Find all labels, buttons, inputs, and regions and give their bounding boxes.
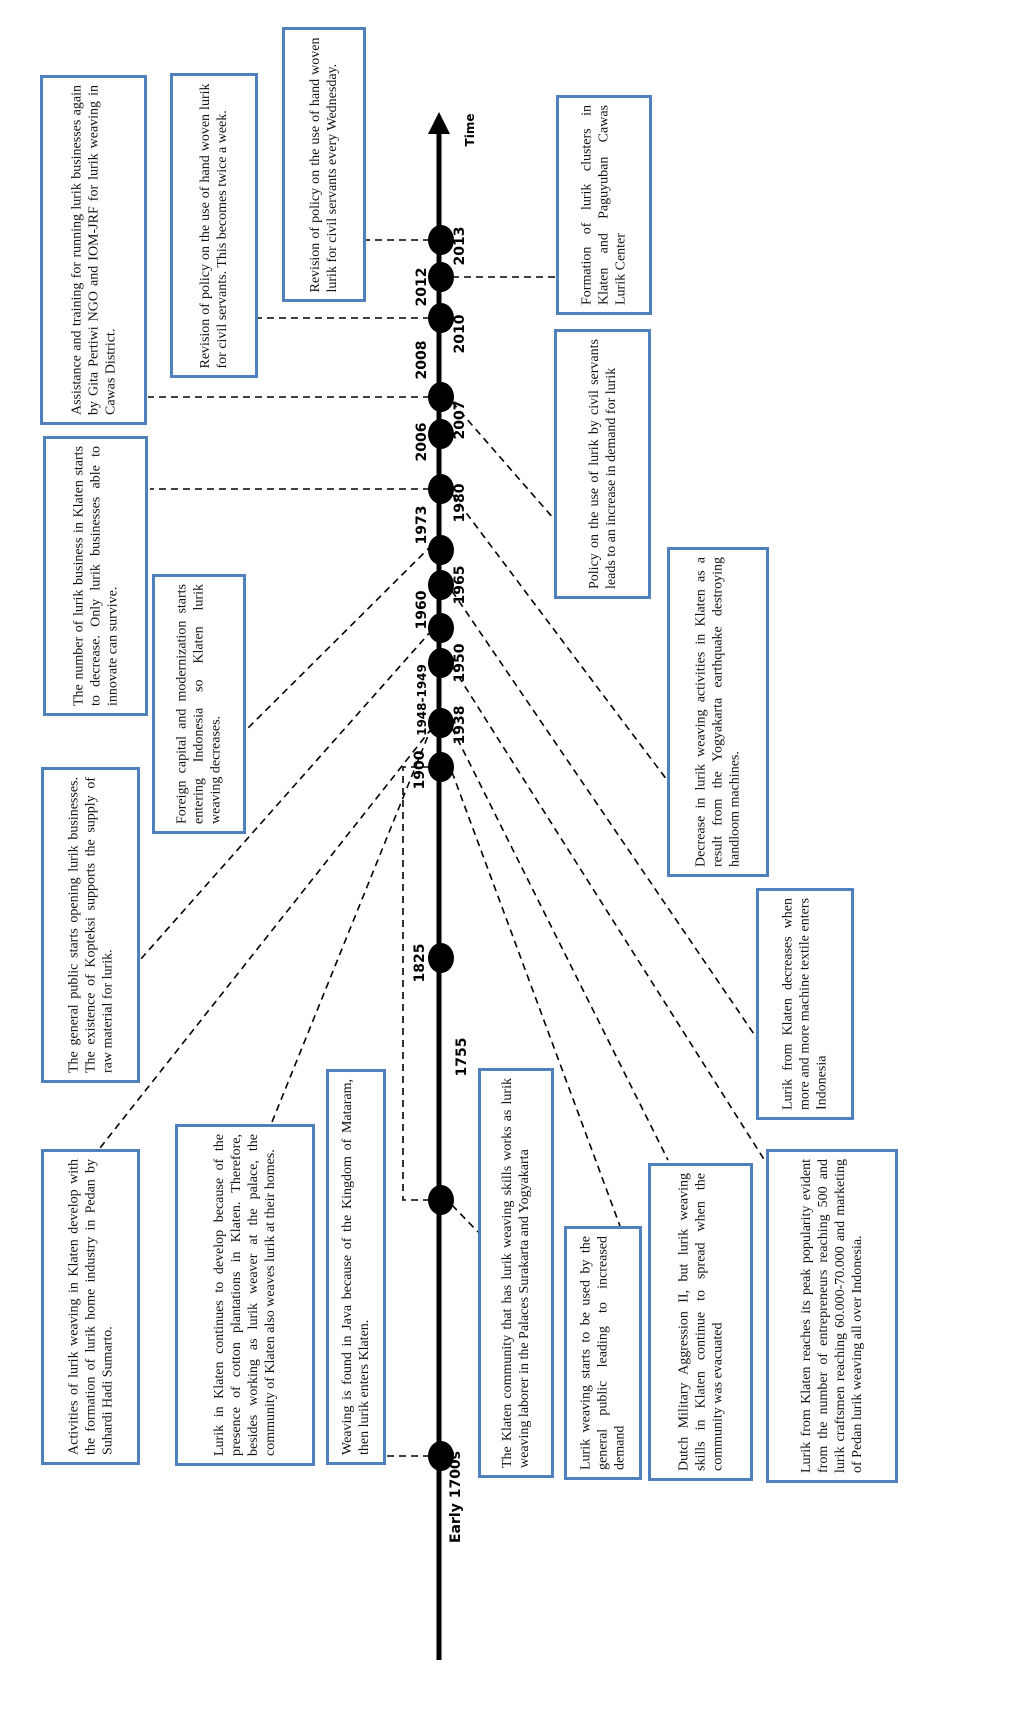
event-text-peak-popularity-1950: Lurik from Klaten reaches its peak popul… (798, 1159, 866, 1473)
connector-general-demand (451, 771, 621, 1227)
event-box-formation-clusters-2012: Formation of lurik clusters in Klaten an… (556, 95, 652, 315)
connector-policy-use (451, 401, 555, 520)
connector-machine-textile (451, 590, 759, 1041)
event-text-number-decrease-1973: The number of lurik business in Klaten s… (70, 446, 121, 706)
event-text-revision-twice-2010: Revision of policy on the use of hand wo… (197, 83, 230, 368)
year-1980: 1980 (452, 483, 468, 523)
event-text-revision-wed-2013: Revision of policy on the use of hand wo… (307, 37, 340, 292)
year-2008: 2008 (414, 340, 430, 380)
event-box-general-public-1938: The general public starts opening lurik … (41, 767, 140, 1083)
year-1973: 1973 (414, 505, 430, 545)
connector-activities (99, 727, 433, 1149)
event-box-assistance-2008: Assistance and training for running luri… (40, 75, 147, 425)
year-2007: 2007 (452, 400, 468, 440)
connector-lurik-continues (271, 725, 433, 1123)
dot-1948 (428, 708, 454, 738)
dot-1973 (428, 535, 454, 565)
dot-2010 (428, 303, 454, 333)
year-2013: 2013 (452, 226, 468, 266)
connector-1755-bracket (402, 766, 430, 1201)
event-box-revision-twice-2010: Revision of policy on the use of hand wo… (170, 73, 258, 378)
year-2010: 2010 (452, 314, 468, 354)
dot-1755 (428, 1185, 454, 1215)
dot-1938 (428, 752, 454, 782)
event-text-lurik-continues-1825: Lurik in Klaten continues to develop bec… (211, 1134, 279, 1456)
year-1825: 1825 (412, 943, 428, 983)
axis-end-label: Time (463, 113, 477, 147)
event-text-activities-1900: Activities of lurik weaving in Klaten de… (65, 1159, 116, 1455)
year-2012: 2012 (414, 267, 430, 307)
event-text-general-public-1938: The general public starts opening lurik … (65, 777, 116, 1073)
year-1960: 1960 (414, 590, 430, 630)
event-text-machine-textile-1965: Lurik from Klaten decreases when more an… (780, 898, 830, 1110)
event-text-formation-clusters-2012: Formation of lurik clusters in Klaten an… (579, 105, 629, 305)
event-box-number-decrease-1973: The number of lurik business in Klaten s… (43, 436, 148, 716)
event-box-policy-use-2007: Policy on the use of lurik by civil serv… (554, 329, 651, 599)
event-text-dutch-1948: Dutch Military Aggression II, but lurik … (675, 1173, 726, 1471)
event-text-klaten-community-1755: The Klaten community that has lurik weav… (499, 1078, 532, 1468)
event-box-klaten-community-1755: The Klaten community that has lurik weav… (478, 1068, 554, 1478)
connector-dutch (451, 727, 669, 1161)
event-box-general-public-demand: Lurik weaving starts to be used by the g… (564, 1226, 642, 1480)
dot-1825 (428, 943, 454, 973)
year-1950: 1950 (452, 643, 468, 683)
event-box-activities-1900: Activities of lurik weaving in Klaten de… (41, 1149, 140, 1465)
year-1938: 1938 (452, 705, 468, 745)
year-1900: 1900 (412, 750, 428, 790)
event-box-foreign-capital-1960: Foreign capital and modernization starts… (152, 574, 246, 834)
year-1965: 1965 (452, 565, 468, 605)
dot-1965 (428, 570, 454, 600)
year-1755: 1755 (454, 1037, 470, 1077)
event-box-peak-popularity-1950: Lurik from Klaten reaches its peak popul… (766, 1149, 898, 1483)
dot-1980 (428, 474, 454, 504)
year-2006: 2006 (414, 422, 430, 462)
axis-start-label: Early 1700s (448, 1450, 464, 1544)
event-text-weaving-java-early: Weaving is found in Java because of the … (339, 1079, 372, 1455)
event-text-foreign-capital-1960: Foreign capital and modernization starts… (174, 584, 224, 824)
connector-foreign-capital (245, 544, 433, 731)
connector-peak-popularity (451, 665, 773, 1173)
event-text-policy-use-2007: Policy on the use of lurik by civil serv… (586, 339, 619, 589)
time-axis-arrowhead (428, 112, 450, 134)
event-box-revision-wed-2013: Revision of policy on the use of hand wo… (282, 27, 366, 302)
event-box-lurik-continues-1825: Lurik in Klaten continues to develop bec… (175, 1124, 315, 1466)
year-1948-1949: 1948-1949 (415, 664, 429, 736)
event-text-earthquake-2006: Decrease in lurik weaving activities in … (693, 557, 743, 867)
event-text-assistance-2008: Assistance and training for running luri… (68, 85, 119, 415)
connector-klaten-community (451, 1204, 479, 1233)
dot-1960 (428, 613, 454, 643)
dot-2012 (428, 262, 454, 292)
dot-2007 (428, 382, 454, 412)
event-box-weaving-java-early: Weaving is found in Java because of the … (326, 1069, 386, 1465)
connector-general-public (139, 629, 433, 961)
dot-2013 (428, 225, 454, 255)
event-box-earthquake-2006: Decrease in lurik weaving activities in … (667, 547, 769, 877)
event-box-machine-textile-1965: Lurik from Klaten decreases when more an… (756, 888, 854, 1120)
dot-1950 (428, 648, 454, 678)
dot-early-1700s (428, 1441, 454, 1471)
event-text-general-public-demand: Lurik weaving starts to be used by the g… (578, 1236, 628, 1470)
dot-2006 (428, 419, 454, 449)
event-box-dutch-1948: Dutch Military Aggression II, but lurik … (648, 1163, 753, 1481)
